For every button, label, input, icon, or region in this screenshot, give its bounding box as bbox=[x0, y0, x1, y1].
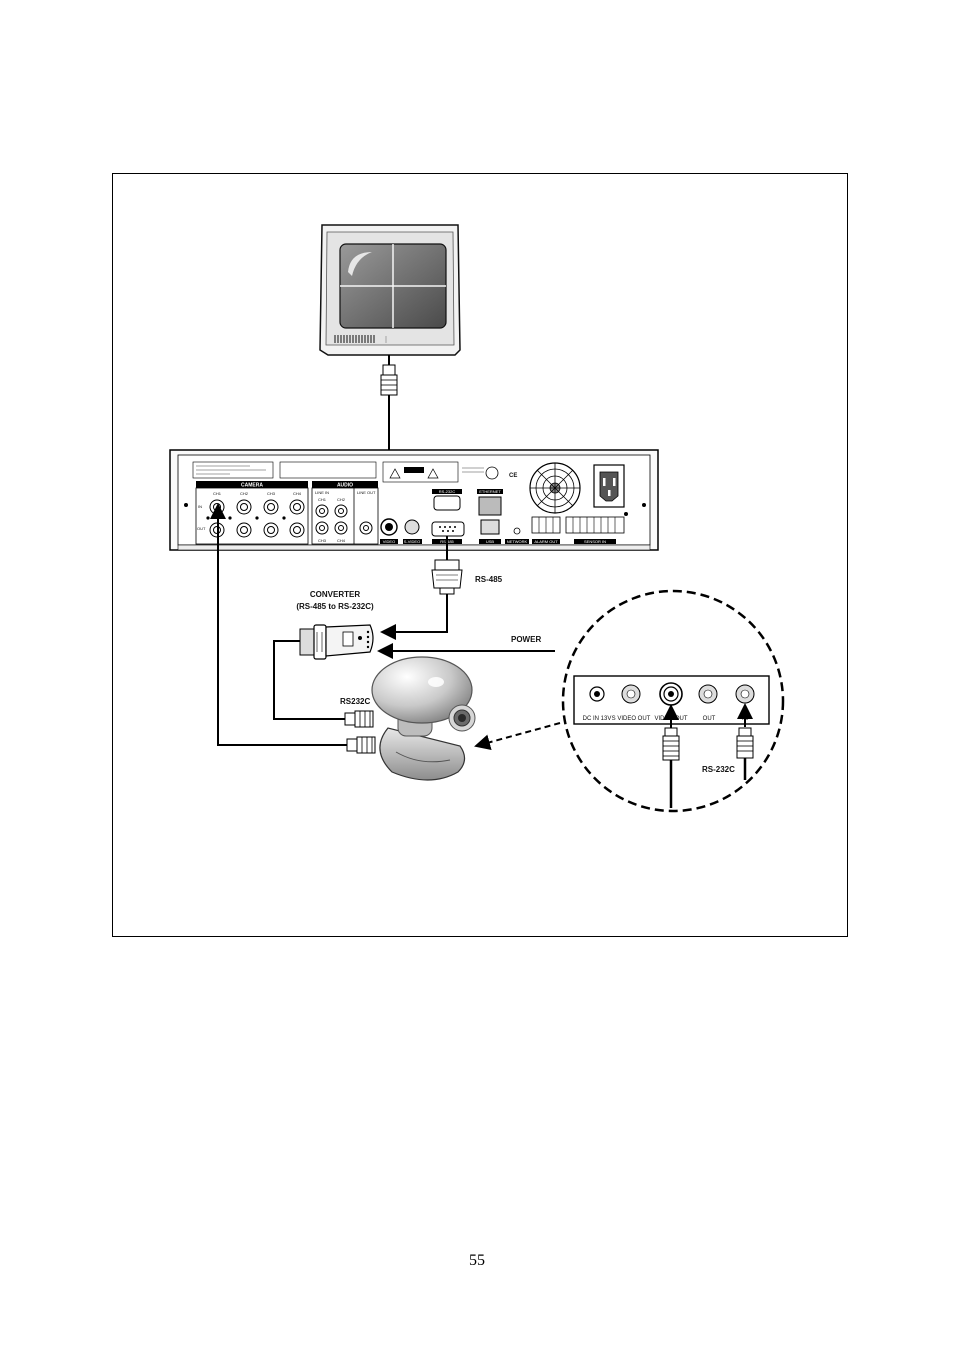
dvr-network-label: NETWORK bbox=[507, 539, 528, 544]
camera-in-label: IN bbox=[198, 504, 202, 509]
audio-ch3-label: CH3 bbox=[318, 538, 327, 543]
figure-frame bbox=[112, 173, 848, 937]
ptz-camera bbox=[371, 656, 476, 781]
camera-ch3-label: CH3 bbox=[267, 491, 276, 496]
converter-device bbox=[299, 624, 374, 660]
dvr-sensor-in-label: SENSOR IN bbox=[584, 539, 606, 544]
audio-ch1-label: CH1 bbox=[318, 497, 327, 502]
rs232c-plug-icon bbox=[344, 710, 374, 728]
power-inlet-icon bbox=[593, 464, 625, 508]
rca-jack-icon bbox=[315, 504, 373, 535]
ce-mark: CE bbox=[509, 473, 517, 479]
audio-section-header: AUDIO bbox=[337, 483, 353, 489]
camera-ch2-label: CH2 bbox=[240, 491, 249, 496]
port-dc-in-label: DC IN 13V bbox=[583, 716, 612, 722]
rear-rs232c-plug-icon bbox=[736, 727, 754, 759]
video-plug-icon bbox=[346, 736, 376, 754]
port-out-label: OUT bbox=[703, 716, 716, 722]
dvr-usb-label: USB bbox=[486, 539, 495, 544]
camera-ch4-label: CH4 bbox=[293, 491, 302, 496]
camera-out-label: OUT bbox=[197, 526, 206, 531]
rear-video-plug-icon bbox=[662, 727, 680, 761]
audio-ch2-label: CH2 bbox=[337, 497, 346, 502]
dvr-svideo-jack: S-VIDEO bbox=[403, 519, 422, 544]
converter-label-line2: (RS-485 to RS-232C) bbox=[296, 602, 374, 611]
monitor bbox=[319, 224, 461, 356]
rca-plug-icon bbox=[380, 364, 398, 396]
rs232c-right-label: RS-232C bbox=[702, 765, 735, 774]
audio-ch4-label: CH4 bbox=[337, 538, 346, 543]
dvr-ethernet-label: ETHERNET bbox=[479, 489, 501, 494]
dvr-rs232c-label: RS-232C bbox=[439, 489, 456, 494]
dvr-svideo-label: S-VIDEO bbox=[404, 539, 420, 544]
audio-line-out-label: LINE OUT bbox=[357, 490, 376, 495]
power-label: POWER bbox=[511, 635, 541, 644]
monitor-vent-icon bbox=[334, 335, 375, 343]
converter-label-line1: CONVERTER bbox=[310, 590, 360, 599]
camera-section-header: CAMERA bbox=[241, 483, 263, 489]
port-svideo-out-label: S VIDEO OUT bbox=[612, 716, 651, 722]
audio-line-in-label: LINE IN bbox=[315, 490, 329, 495]
dvr-video-out-jack: VIDEO bbox=[380, 518, 398, 544]
rs232c-left-label: RS232C bbox=[340, 697, 370, 706]
dvr-alarm-out-label: ALARM OUT bbox=[534, 539, 558, 544]
camera-ch1-label: CH1 bbox=[213, 491, 222, 496]
page-number: 55 bbox=[469, 1252, 485, 1269]
dvr-video-label: VIDEO bbox=[383, 539, 395, 544]
dvr-rear-panel: CE CAMERA IN OUT CH1 CH2 CH3 CH4 AUDIO L… bbox=[169, 449, 659, 551]
fan-icon bbox=[529, 462, 581, 514]
rs485-label: RS-485 bbox=[475, 575, 503, 584]
